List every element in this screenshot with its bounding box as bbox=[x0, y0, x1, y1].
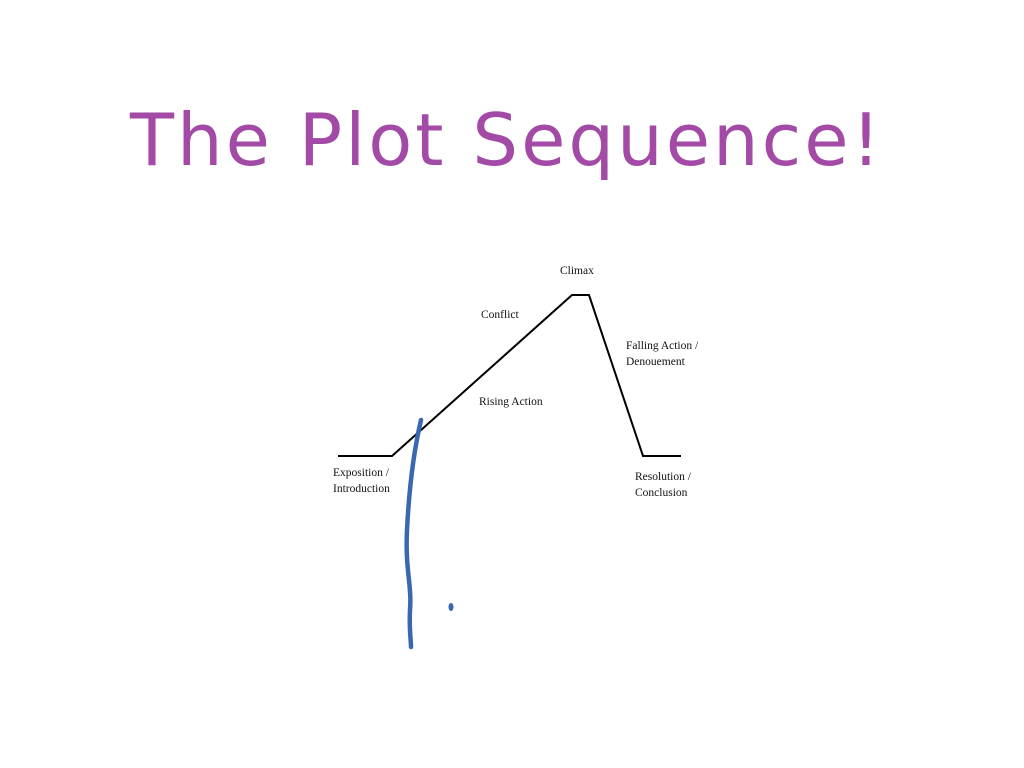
label-exposition: Exposition / Introduction bbox=[333, 465, 390, 497]
label-falling-action-line1: Falling Action / bbox=[626, 340, 699, 352]
blue-pen-dot bbox=[448, 603, 454, 611]
label-resolution-line2: Conclusion bbox=[635, 487, 688, 499]
label-falling-action-line2: Denouement bbox=[626, 356, 685, 368]
label-resolution: Resolution / Conclusion bbox=[635, 469, 691, 501]
label-climax: Climax bbox=[560, 265, 594, 277]
handwritten-title: The Plot Sequence! bbox=[130, 98, 884, 182]
label-resolution-line1: Resolution / bbox=[635, 471, 691, 483]
blue-pen-stroke bbox=[404, 417, 424, 650]
plot-line bbox=[338, 294, 681, 457]
label-exposition-line2: Introduction bbox=[333, 483, 390, 495]
label-exposition-line1: Exposition / bbox=[333, 467, 389, 479]
label-falling-action: Falling Action / Denouement bbox=[626, 338, 698, 370]
label-rising-action: Rising Action bbox=[479, 396, 543, 408]
label-conflict: Conflict bbox=[481, 309, 519, 321]
